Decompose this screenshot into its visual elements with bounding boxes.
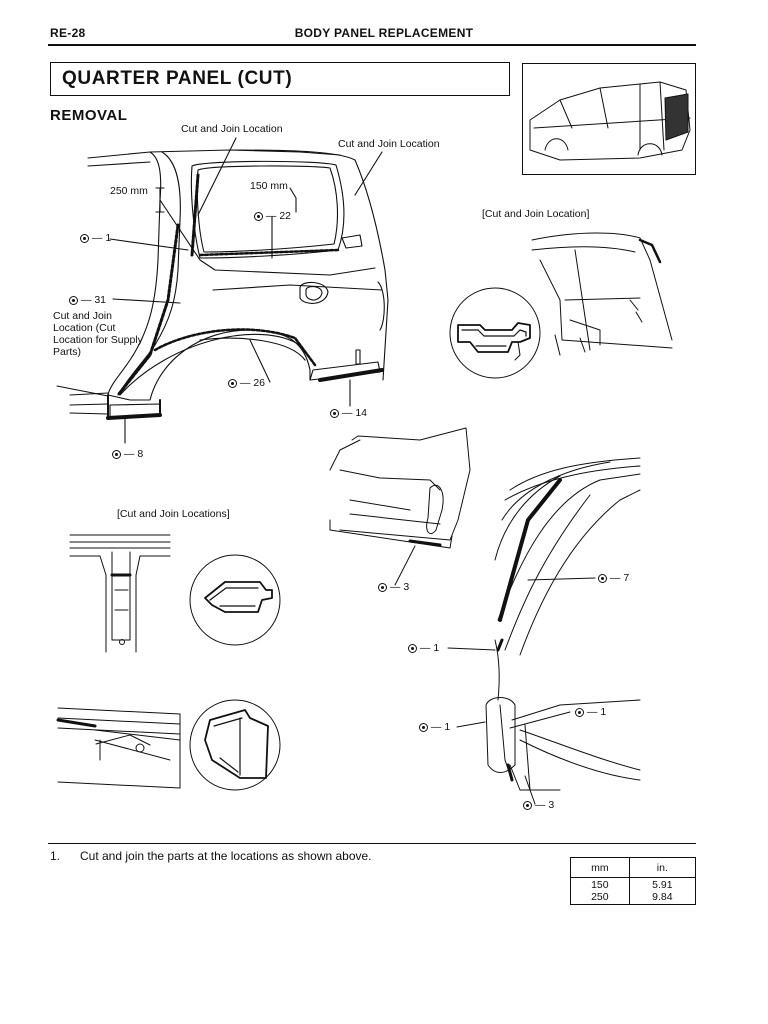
cut-join-locations-label: [Cut and Join Locations]: [117, 508, 230, 520]
spot-weld-icon: [598, 574, 607, 583]
vehicle-body-thumbnail-drawing: [529, 81, 691, 161]
wheelhouse-detail-drawing: [329, 427, 471, 586]
cross-section-detail-2: [189, 554, 281, 646]
page-code: RE-28: [50, 26, 86, 40]
cross-section-detail-1: [449, 287, 541, 379]
step-divider: [48, 843, 696, 844]
dimension-250-label: 250 mm: [110, 185, 148, 197]
callout-7: — 7: [598, 572, 629, 584]
callout-8: — 8: [112, 448, 143, 460]
table-cell-mm: 150 250: [570, 877, 630, 905]
table-cell-in: 5.91 9.84: [628, 877, 697, 905]
pillar-join-detail-drawing: [69, 534, 171, 653]
rocker-join-detail-drawing: [56, 707, 181, 789]
callout-14: — 14: [330, 407, 367, 419]
callout-22: — 22: [254, 210, 291, 222]
cut-join-label-left: Cut and Join Location: [181, 123, 283, 135]
callout-1-pillar-upper: — 1: [408, 642, 439, 654]
unit-conversion-table: mm in. 150 250 5.91 9.84: [570, 857, 697, 905]
spot-weld-icon: [254, 212, 263, 221]
spot-weld-icon: [408, 644, 417, 653]
step-text: Cut and join the parts at the locations …: [80, 849, 372, 863]
page-title: QUARTER PANEL (CUT): [62, 68, 293, 89]
cut-join-supply-label: Cut and Join Location (Cut Location for …: [53, 310, 143, 358]
cut-join-label-right: Cut and Join Location: [338, 138, 440, 150]
dimension-150-label: 150 mm: [250, 180, 288, 192]
callout-3-wheelhouse: — 3: [378, 581, 409, 593]
callout-3-pillar: — 3: [523, 799, 554, 811]
vehicle-thumbnail-frame: [522, 63, 696, 175]
callout-1-pillar-right: — 1: [575, 706, 606, 718]
table-header-row: mm in.: [570, 857, 697, 878]
cross-section-detail-3: [189, 699, 281, 791]
callout-1-upper: — 1: [80, 232, 111, 244]
spot-weld-icon: [523, 801, 532, 810]
table-row: 150 250 5.91 9.84: [570, 877, 697, 905]
callout-31: — 31: [69, 294, 106, 306]
step-number: 1.: [50, 849, 61, 863]
quarter-panel-drawing: [56, 137, 389, 444]
rear-pillar-drawing: [447, 457, 641, 805]
spot-weld-icon: [575, 708, 584, 717]
spot-weld-icon: [112, 450, 121, 459]
spot-weld-icon: [330, 409, 339, 418]
spot-weld-icon: [378, 583, 387, 592]
cut-join-bracket-label: [Cut and Join Location]: [482, 208, 590, 220]
header-rule: [48, 44, 696, 46]
spot-weld-icon: [228, 379, 237, 388]
page-header-title: BODY PANEL REPLACEMENT: [294, 26, 474, 40]
section-heading: REMOVAL: [50, 107, 128, 124]
spot-weld-icon: [69, 296, 78, 305]
cut-join-detail-drawing: [531, 232, 673, 356]
table-header-in: in.: [628, 857, 697, 878]
title-box: [50, 62, 510, 96]
callout-1-pillar-left: — 1: [419, 721, 450, 733]
spot-weld-icon: [419, 723, 428, 732]
spot-weld-icon: [80, 234, 89, 243]
callout-26: — 26: [228, 377, 265, 389]
table-header-mm: mm: [570, 857, 630, 878]
